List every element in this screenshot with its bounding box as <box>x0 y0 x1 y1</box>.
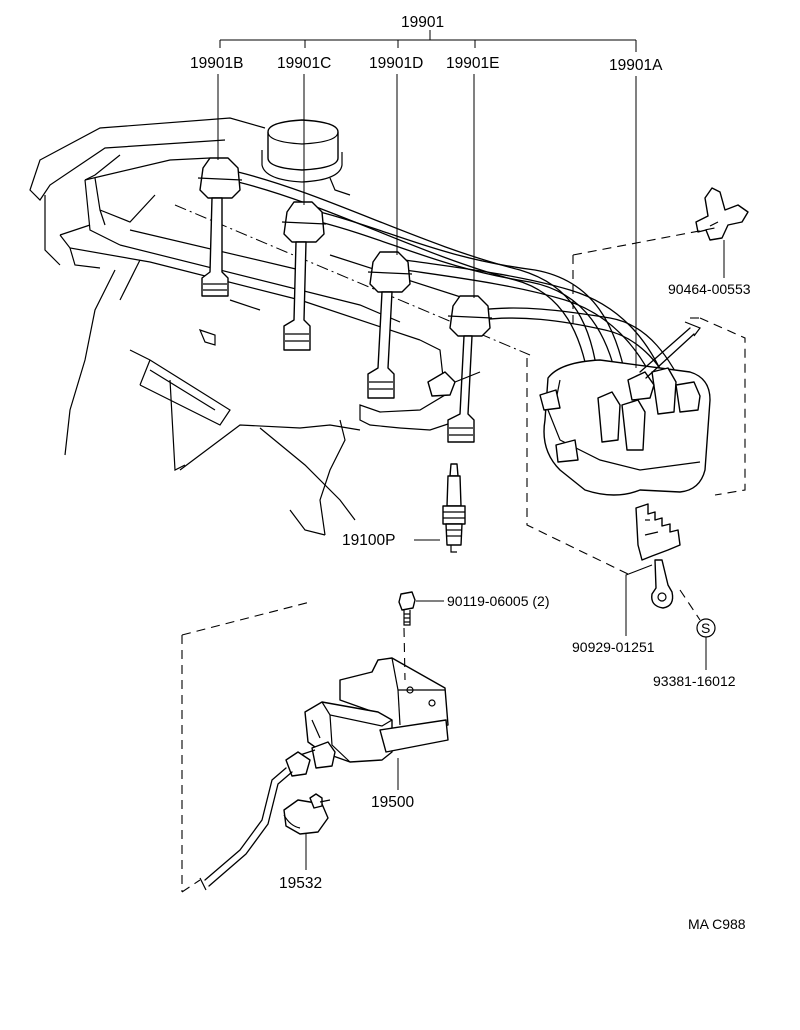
label-wire-a: 19901A <box>609 57 663 74</box>
label-wire-d: 19901D <box>369 55 423 72</box>
bolt <box>398 591 416 626</box>
label-wire-e: 19901E <box>446 55 499 72</box>
label-bracket-terminal: 90929-01251 <box>572 639 655 655</box>
part-labels: 19901 19901B 19901C 19901D 19901E 19901A… <box>190 14 751 932</box>
dashed-groups <box>181 227 746 893</box>
ignition-coil <box>299 657 449 769</box>
spark-plug <box>442 463 466 553</box>
plug-boot-c <box>281 201 327 351</box>
plug-boot-d <box>367 251 413 399</box>
label-clamp: 90464-00553 <box>668 281 751 297</box>
bracket-terminal <box>635 503 681 609</box>
label-ignition-coil: 19500 <box>371 794 414 811</box>
wire-clamp <box>695 187 749 241</box>
spark-plug-wires <box>237 171 686 409</box>
leader-lines <box>217 30 725 870</box>
label-wire-b: 19901B <box>190 55 243 72</box>
label-bolt: 90119-06005 (2) <box>447 593 549 609</box>
plug-boot-e <box>447 295 493 443</box>
label-screw-marker: S <box>701 620 710 636</box>
label-wire-c: 19901C <box>277 55 331 72</box>
plug-boot-b <box>197 157 243 297</box>
wire-clip <box>427 371 481 397</box>
label-assembly-19901: 19901 <box>401 14 444 31</box>
label-coil-cap: 19532 <box>279 875 322 892</box>
label-figure-code: MA C988 <box>688 916 746 932</box>
label-spark-plug: 19100P <box>342 532 395 549</box>
coil-lead <box>199 751 311 891</box>
label-screw: 93381-16012 <box>653 673 736 689</box>
coil-cap <box>283 793 331 835</box>
distributor <box>539 321 711 496</box>
